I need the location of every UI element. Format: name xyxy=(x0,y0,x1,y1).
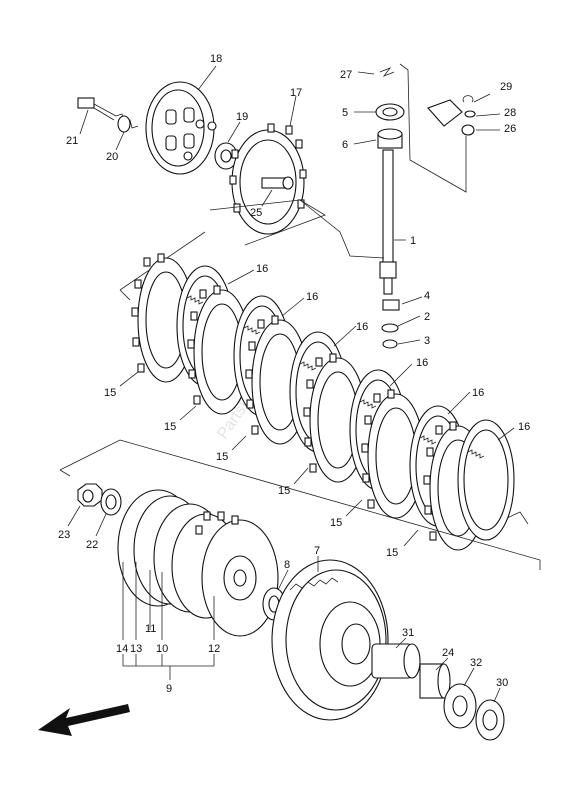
label-16-b: 16 xyxy=(306,291,318,303)
label-8: 8 xyxy=(284,559,290,571)
label-30: 30 xyxy=(496,677,508,689)
bushing-31 xyxy=(371,643,421,679)
label-15-f: 15 xyxy=(386,547,398,559)
label-9: 9 xyxy=(166,683,172,695)
label-16-c: 16 xyxy=(356,321,368,333)
label-16-e: 16 xyxy=(472,387,484,399)
label-15-c: 15 xyxy=(216,451,228,463)
label-2: 2 xyxy=(424,311,430,323)
push-rod-1 xyxy=(379,149,397,295)
label-13: 13 xyxy=(130,643,142,655)
washer-28 xyxy=(464,110,476,118)
label-31: 31 xyxy=(402,627,414,639)
bearing-5 xyxy=(375,103,405,121)
spring xyxy=(115,113,139,133)
washer-3 xyxy=(382,339,398,349)
label-19: 19 xyxy=(236,111,248,123)
label-14: 14 xyxy=(116,643,128,655)
clutch-boss-group xyxy=(117,489,279,637)
label-29: 29 xyxy=(500,81,512,93)
front-direction-arrow-icon xyxy=(38,704,130,736)
label-24: 24 xyxy=(442,647,454,659)
label-20: 20 xyxy=(106,151,118,163)
label-16-f: 16 xyxy=(518,421,530,433)
label-26: 26 xyxy=(504,123,516,135)
label-15-d: 15 xyxy=(278,485,290,497)
label-15-a: 15 xyxy=(104,387,116,399)
label-16-a: 16 xyxy=(256,263,268,275)
bearing-6 xyxy=(377,128,403,149)
washer-2 xyxy=(381,323,399,333)
label-23: 23 xyxy=(58,529,70,541)
label-1: 1 xyxy=(410,235,416,247)
label-21: 21 xyxy=(66,135,78,147)
callout-labels: 18 21 20 19 17 25 27 5 6 29 28 26 1 4 2 … xyxy=(58,53,530,695)
push-lever-26 xyxy=(427,99,475,136)
label-15-b: 15 xyxy=(164,421,176,433)
nut-23 xyxy=(77,483,103,507)
label-15-e: 15 xyxy=(330,517,342,529)
nut-4 xyxy=(382,299,400,311)
label-4: 4 xyxy=(424,290,430,302)
label-5: 5 xyxy=(342,107,348,119)
label-18: 18 xyxy=(210,53,222,65)
label-27: 27 xyxy=(340,69,352,81)
label-28: 28 xyxy=(504,107,516,119)
gear-32 xyxy=(443,683,477,729)
washer-22 xyxy=(100,488,122,516)
label-10: 10 xyxy=(156,643,168,655)
leader-lines xyxy=(67,65,515,703)
label-bracket xyxy=(122,562,215,680)
label-17: 17 xyxy=(290,87,302,99)
circlip-29 xyxy=(462,95,474,103)
washer-30 xyxy=(475,699,505,741)
label-32: 32 xyxy=(470,657,482,669)
adjusting-bolt xyxy=(77,97,117,121)
primary-driven-gear-7 xyxy=(271,559,389,721)
spring-27 xyxy=(379,67,395,77)
label-22: 22 xyxy=(86,539,98,551)
steel-plate-6 xyxy=(457,419,515,541)
label-11: 11 xyxy=(145,623,156,635)
pressure-plate xyxy=(145,81,217,175)
label-6: 6 xyxy=(342,139,348,151)
label-3: 3 xyxy=(424,335,430,347)
label-16-d: 16 xyxy=(416,357,428,369)
label-7: 7 xyxy=(314,545,320,557)
needle-bearing-24 xyxy=(419,663,451,699)
label-25: 25 xyxy=(250,207,262,219)
label-12: 12 xyxy=(208,643,220,655)
push-rod-25 xyxy=(261,176,294,190)
